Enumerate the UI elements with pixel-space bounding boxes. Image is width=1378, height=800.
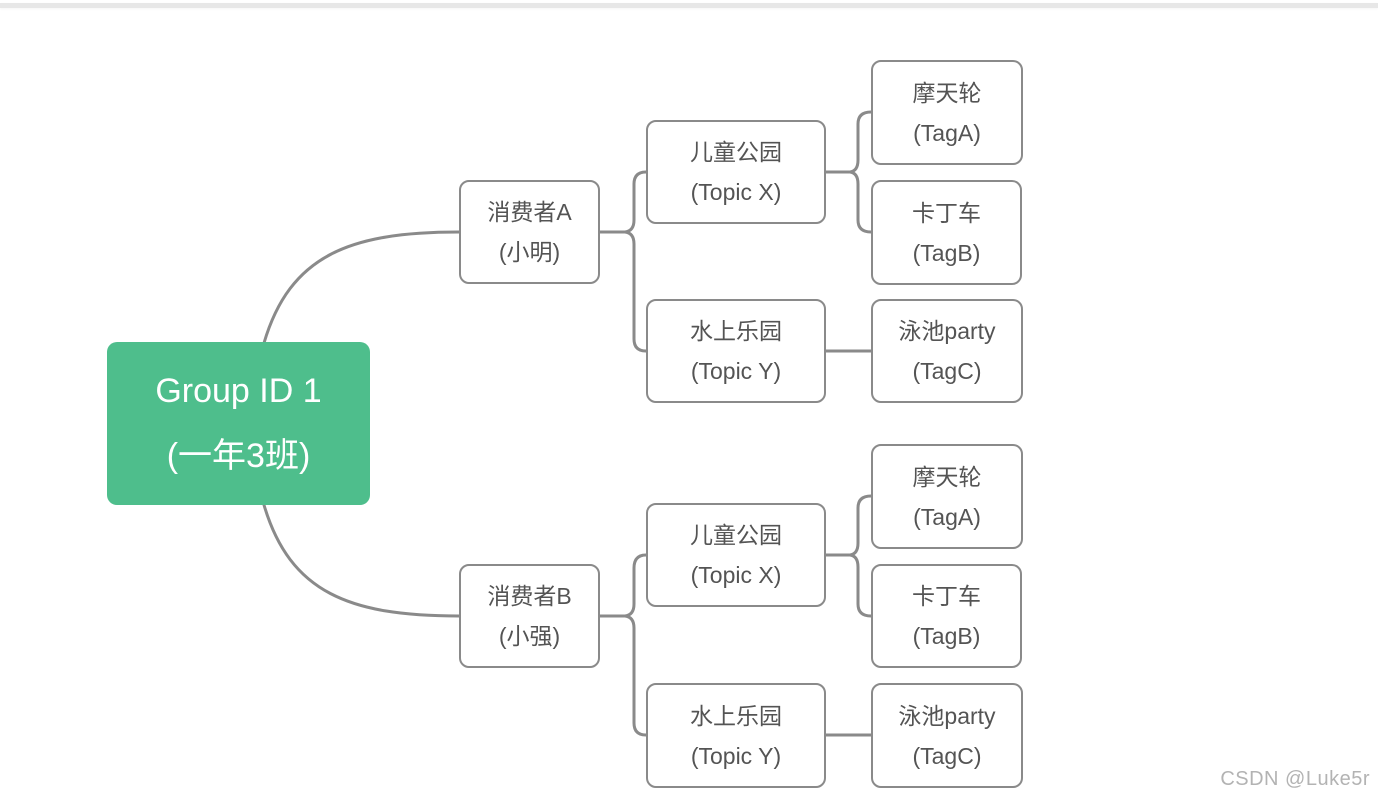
- watermark: CSDN @Luke5r: [1220, 768, 1370, 790]
- connector-junction-xb-to-tag-b-b: [848, 553, 873, 618]
- connector-junction-xa-to-tag-a-a: [848, 110, 873, 174]
- node-subtitle: (TagC): [912, 742, 982, 769]
- node-title: 儿童公园: [690, 522, 782, 548]
- node-subtitle: (TagC): [912, 358, 982, 384]
- node-subtitle: (一年3班): [166, 436, 311, 475]
- node-subtitle: (Topic Y): [690, 358, 782, 384]
- mindmap-node-group-root[interactable]: Group ID 1 (一年3班): [107, 342, 370, 505]
- node-title: 泳池party: [898, 702, 996, 729]
- node-title: 卡丁车: [912, 583, 981, 609]
- node-title: 摩天轮: [912, 463, 982, 490]
- connector-junction-b-to-topic-y-b: [623, 614, 648, 737]
- mindmap-node-topic-y-b[interactable]: 水上乐园 (Topic Y): [646, 683, 826, 788]
- top-divider: [0, 3, 1378, 8]
- mindmap-node-tag-a-a[interactable]: 摩天轮 (TagA): [871, 60, 1023, 165]
- node-title: 儿童公园: [690, 139, 782, 165]
- mindmap-node-consumer-b[interactable]: 消费者B (小强): [459, 564, 600, 668]
- node-title: 摩天轮: [912, 79, 982, 106]
- node-subtitle: (TagA): [913, 119, 981, 146]
- mindmap-node-tag-c-b[interactable]: 泳池party (TagC): [871, 683, 1023, 788]
- mindmap-node-topic-x-a[interactable]: 儿童公园 (Topic X): [646, 120, 826, 224]
- connector-group-root-to-consumer-a: [262, 230, 461, 345]
- node-subtitle: (Topic Y): [690, 742, 782, 769]
- node-title: 水上乐园: [690, 702, 782, 729]
- node-title: 卡丁车: [912, 199, 981, 226]
- node-subtitle: (小明): [498, 239, 561, 265]
- connector-junction-b-to-topic-x-b: [623, 553, 648, 618]
- node-subtitle: (TagA): [913, 503, 981, 530]
- connector-group-root-to-consumer-b: [262, 503, 461, 618]
- mindmap-node-consumer-a[interactable]: 消费者A (小明): [459, 180, 600, 284]
- connector-junction-a-to-topic-x-a: [623, 170, 648, 234]
- node-title: Group ID 1: [155, 371, 322, 410]
- node-title: 消费者A: [487, 199, 572, 225]
- node-subtitle: (Topic X): [690, 179, 782, 205]
- node-subtitle: (TagB): [912, 623, 981, 649]
- node-subtitle: (小强): [498, 623, 561, 649]
- node-title: 消费者B: [487, 583, 572, 609]
- connector-junction-a-to-topic-y-a: [623, 230, 648, 353]
- connector-junction-xb-to-tag-a-b: [848, 494, 873, 557]
- node-title: 水上乐园: [690, 318, 782, 344]
- mindmap-node-tag-c-a[interactable]: 泳池party (TagC): [871, 299, 1023, 403]
- mindmap-node-tag-b-b[interactable]: 卡丁车 (TagB): [871, 564, 1022, 668]
- mindmap-node-tag-a-b[interactable]: 摩天轮 (TagA): [871, 444, 1023, 549]
- connector-junction-xa-to-tag-b-a: [848, 170, 873, 234]
- node-subtitle: (Topic X): [690, 562, 782, 588]
- mindmap-node-tag-b-a[interactable]: 卡丁车 (TagB): [871, 180, 1022, 285]
- mindmap-node-topic-y-a[interactable]: 水上乐园 (Topic Y): [646, 299, 826, 403]
- node-subtitle: (TagB): [912, 239, 981, 266]
- mindmap-node-topic-x-b[interactable]: 儿童公园 (Topic X): [646, 503, 826, 607]
- node-title: 泳池party: [898, 318, 996, 344]
